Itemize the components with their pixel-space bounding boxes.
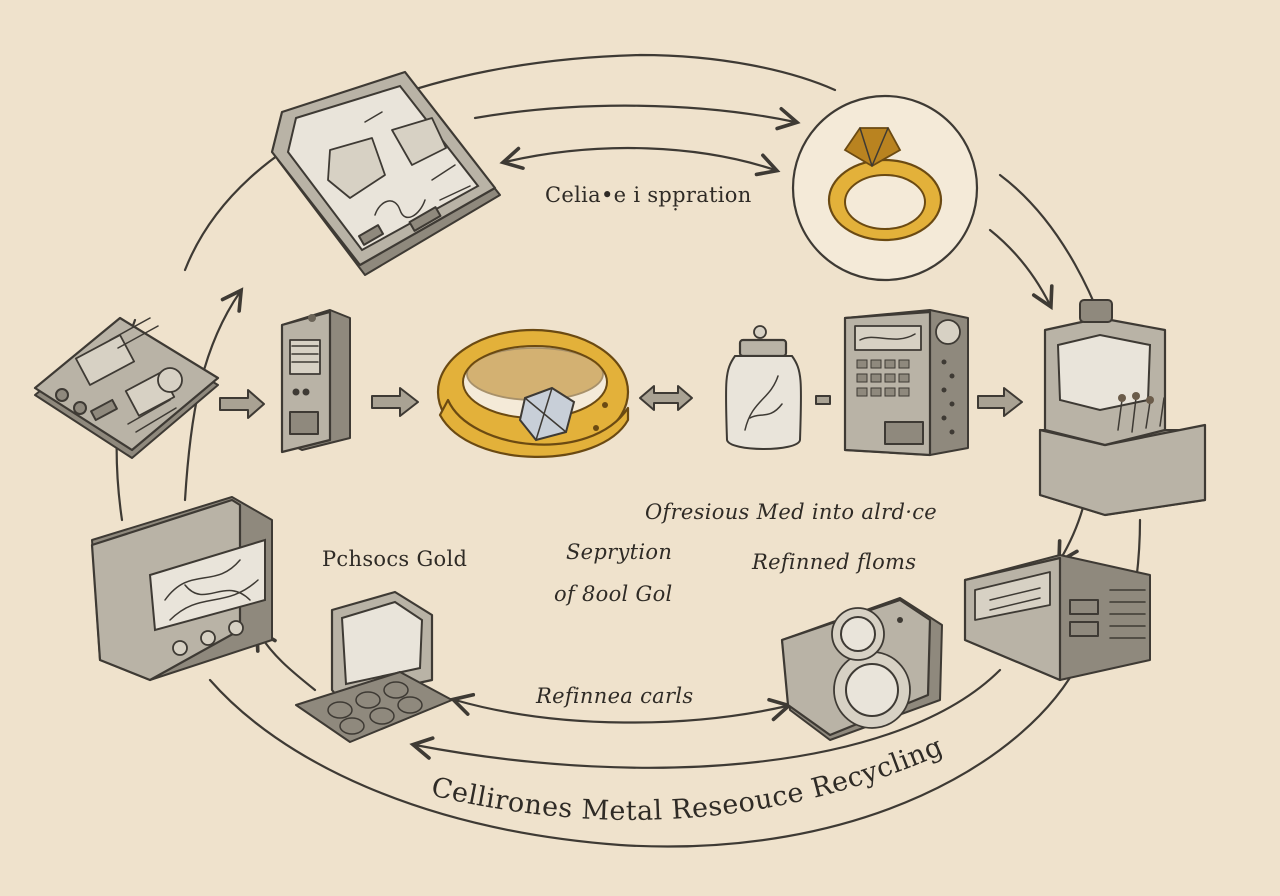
label-refined-carls: Refinne⁠a carls: [536, 684, 694, 708]
flow-arrows: [219, 385, 1023, 419]
control-panel-icon: [843, 309, 969, 457]
camera-icon: [780, 597, 943, 741]
sample-jar-icon: [724, 325, 803, 450]
pellet-case-icon: [295, 590, 453, 743]
vintage-radio-icon: [90, 496, 273, 682]
cassette-player-icon: [963, 554, 1151, 682]
gold-bracelet-icon: [436, 328, 630, 458]
circuit-tablet-icon: [270, 70, 501, 276]
label-center-right: Ofresious Med into alrd·ce: [645, 500, 937, 524]
gold-ring-icon: [791, 94, 979, 282]
battery-unit-icon: [280, 309, 351, 454]
label-separation-line2: of 8ool Gol: [554, 582, 673, 606]
label-separation-line1: Seprytion: [566, 540, 673, 564]
diagram-title: Cellirones Metal Reseouce Recycling: [428, 731, 947, 827]
circuit-board-icon: [33, 316, 220, 459]
label-precious-gold: Pchsocs Gold: [322, 547, 468, 571]
smelting-furnace-icon: [1038, 299, 1207, 517]
label-top-arc: Celia•e i spp̣ration: [545, 183, 752, 207]
cycle-arrows: [115, 53, 1142, 848]
label-refined-floms: Refinned floms: [752, 550, 917, 574]
